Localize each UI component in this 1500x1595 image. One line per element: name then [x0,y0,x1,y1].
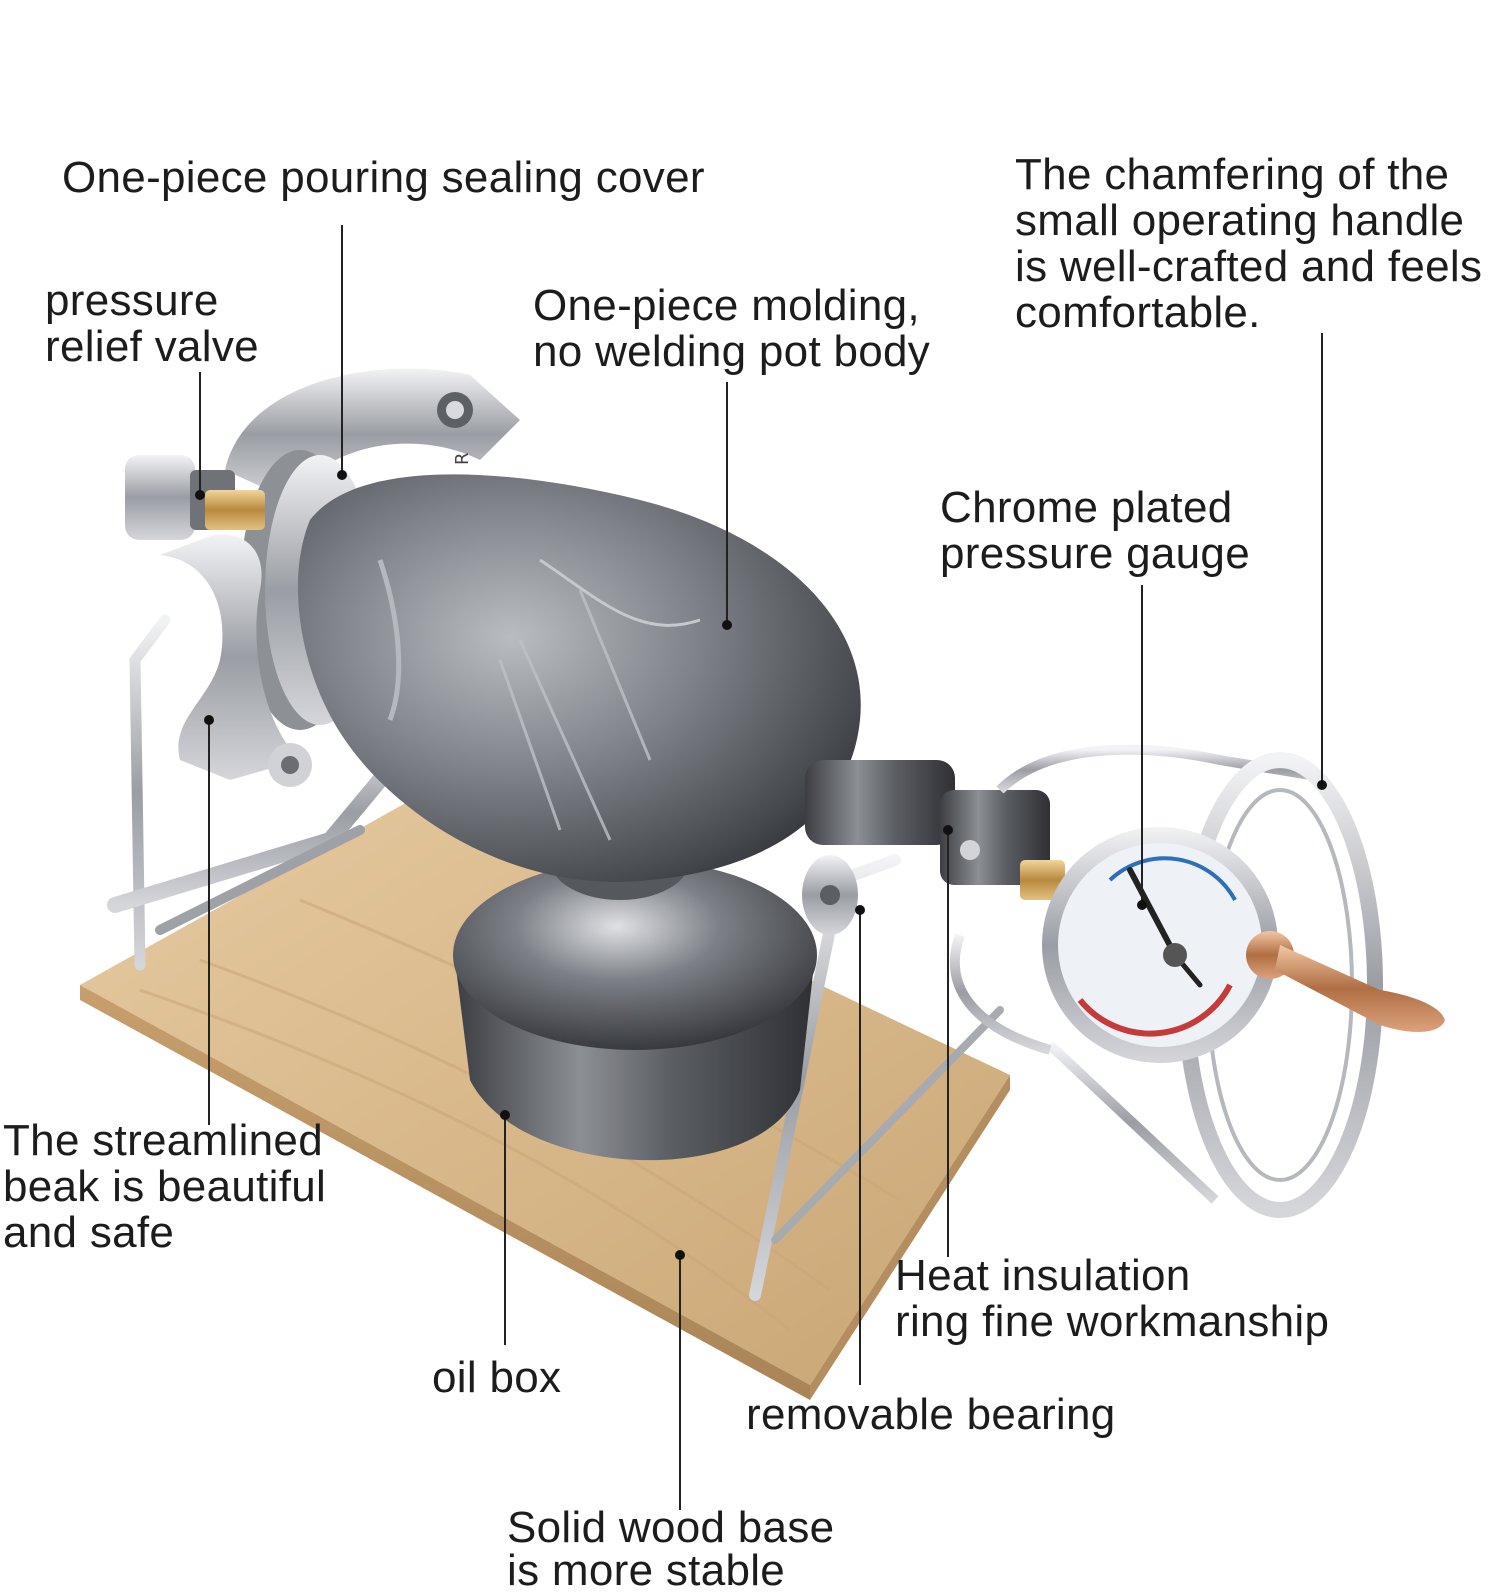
label-molding-line2: no welding pot body [533,327,931,376]
label-beak-line3: and safe [3,1208,175,1257]
emblem-letter: R [452,452,473,465]
label-molding-line1: One-piece molding, [533,281,920,330]
heat-insulation-ring [805,760,1065,900]
label-removable-bearing: removable bearing [746,1390,1116,1439]
pot-body [297,474,861,882]
label-handle-line4: comfortable. [1015,288,1261,337]
label-relief-valve-line1: pressure [45,276,219,325]
label-beak-line2: beak is beautiful [3,1162,327,1211]
label-handle-line1: The chamfering of the [1015,150,1450,199]
pressure-gauge [1042,827,1278,1063]
label-gauge-line1: Chrome plated [940,483,1233,532]
label-base-line2: is more stable [507,1546,786,1595]
label-sealing-cover: One-piece pouring sealing cover [62,153,705,202]
removable-bearing [802,855,858,935]
label-gauge-line2: pressure gauge [940,529,1250,578]
label-base-line1: Solid wood base [507,1503,835,1552]
leader-lines [199,225,1323,1510]
label-insulation-line2: ring fine workmanship [895,1297,1330,1346]
label-insulation-line1: Heat insulation [895,1251,1191,1300]
leader-dots [195,470,1327,1260]
label-handle-line3: is well-crafted and feels [1015,242,1483,291]
oil-box [453,820,817,1161]
relief-valve [125,455,312,787]
copper-handle-knob [1246,931,1445,1032]
label-beak-line1: The streamlined [3,1116,323,1165]
label-oil-box: oil box [432,1353,562,1402]
label-relief-valve-line2: relief valve [45,322,259,371]
label-handle-line2: small operating handle [1015,196,1465,245]
